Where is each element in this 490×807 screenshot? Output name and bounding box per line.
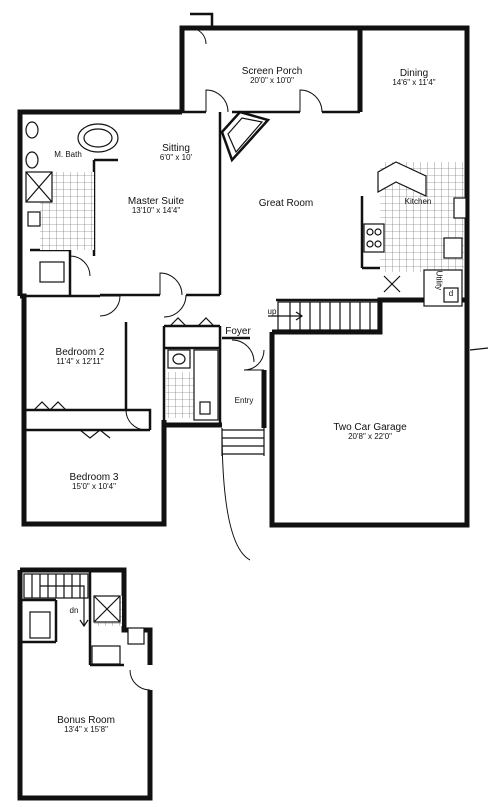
room-bedroom-2: Bedroom 2 11'4" x 12'11" (56, 347, 105, 367)
porch-door-top (189, 12, 214, 45)
room-dims: 13'4" x 15'8" (64, 725, 108, 734)
room-name: Master Suite (127, 196, 185, 207)
room-kitchen: Kitchen (404, 197, 432, 207)
room-name: Bedroom 2 (55, 347, 105, 358)
room-name: Foyer (225, 326, 251, 337)
room-dining: Dining 14'6" x 11'4" (392, 68, 435, 88)
room-great-room: Great Room (259, 198, 313, 209)
bonus-stairs (23, 573, 89, 639)
stair-up-label: up (267, 307, 277, 316)
bonus-bath-fixtures (91, 595, 145, 665)
room-master-suite: Master Suite 13'10" x 14'4" (128, 196, 184, 216)
room-entry: Entry (234, 396, 254, 406)
room-name: Two Car Garage (333, 422, 407, 433)
bonus-floor-walls (17, 567, 153, 801)
room-sitting: Sitting 6'0" x 10' (160, 143, 192, 163)
entry-steps (221, 428, 265, 456)
room-name: Entry (234, 396, 254, 405)
room-name: Kitchen (404, 197, 432, 206)
room-two-car-garage: Two Car Garage 20'8" x 22'0" (333, 422, 406, 442)
utility-label: Utility (434, 270, 444, 291)
stair-down-label: dn (69, 606, 79, 615)
room-name: M. Bath (54, 150, 82, 159)
main-stairs (268, 301, 379, 331)
room-name: Great Room (258, 198, 314, 209)
room-name: Screen Porch (241, 66, 303, 77)
doors (69, 89, 323, 561)
room-name: Bonus Room (57, 715, 115, 726)
room-screen-porch: Screen Porch 20'0" x 10'0" (242, 66, 303, 86)
closet-doors (33, 317, 215, 439)
room-dims: 6'0" x 10' (159, 153, 193, 162)
dryer-label: d (448, 289, 454, 298)
room-dims: 20'8" x 22'0" (348, 432, 392, 441)
room-dims: 15'0" x 10'4" (72, 482, 116, 491)
room-name: Sitting (162, 143, 190, 154)
room-bedroom-3: Bedroom 3 15'0" x 10'4" (70, 472, 119, 492)
room-m-bath: M. Bath (54, 150, 82, 160)
room-dims: 11'4" x 12'11" (56, 357, 104, 366)
room-dims: 20'0" x 10'0" (250, 76, 294, 85)
room-dims: 13'10" x 14'4" (131, 206, 181, 215)
interior-walls (20, 110, 420, 432)
hall-bath-fixtures (166, 349, 219, 421)
master-bath-fixtures (25, 121, 119, 283)
fireplace (220, 110, 271, 163)
kitchen-fixtures (363, 161, 467, 307)
room-foyer: Foyer (225, 326, 251, 337)
room-bonus-room: Bonus Room 13'4" x 15'8" (57, 715, 115, 735)
room-name: Bedroom 3 (69, 472, 119, 483)
room-name: Dining (399, 68, 429, 79)
room-dims: 14'6" x 11'4" (392, 78, 436, 87)
garage-door (464, 347, 489, 498)
